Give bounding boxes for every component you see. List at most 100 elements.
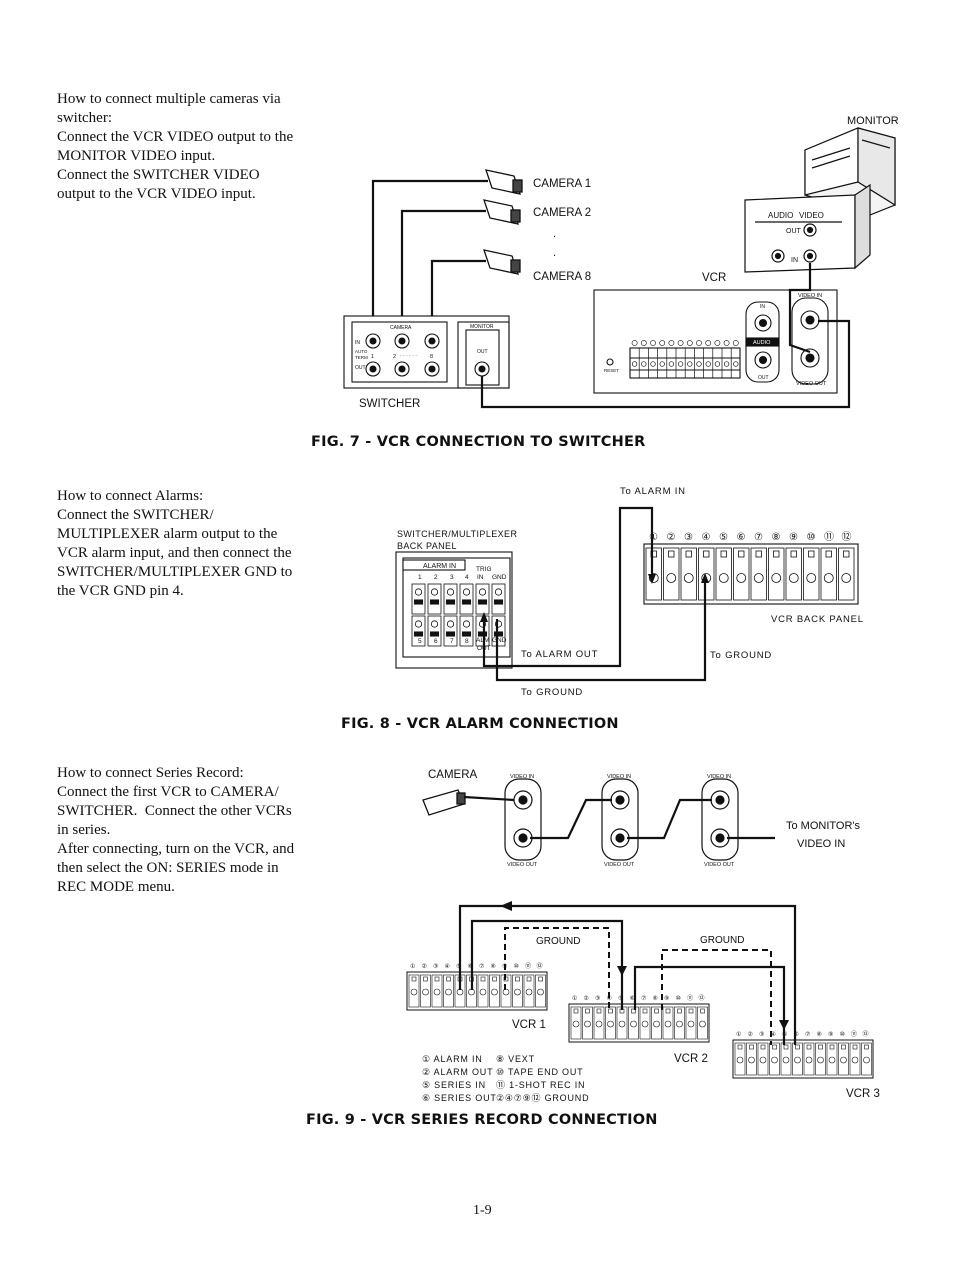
trig-in-label: IN <box>477 574 484 581</box>
camera-2-icon <box>483 199 521 225</box>
terminal-cell <box>477 974 489 1008</box>
terminal-cell <box>746 1042 757 1076</box>
fig7-caption: FIG. 7 - VCR CONNECTION TO SWITCHER <box>311 434 646 450</box>
terminal-screw <box>782 1056 790 1064</box>
text-line: After connecting, turn on the VCR, and <box>57 841 295 857</box>
terminal-slot <box>608 1008 613 1014</box>
switcher-mon-out-label: OUT <box>477 349 488 355</box>
terminal-number: ⑫ <box>842 531 852 543</box>
terminal-screw <box>478 588 487 596</box>
terminal-slot <box>773 550 780 558</box>
video-series-cables <box>463 795 775 840</box>
series-wiring <box>458 904 797 1045</box>
terminal-slot <box>423 976 428 982</box>
vcr-video-out-label: VIDEO OUT <box>796 381 827 387</box>
terminal-screw <box>641 1020 649 1028</box>
terminal-screw <box>817 1056 824 1064</box>
camera-1-label: CAMERA 1 <box>533 178 591 190</box>
switcher-arrow <box>480 612 488 622</box>
switcher-num-4: 4 <box>465 574 469 581</box>
terminal-number: ① <box>736 1031 741 1038</box>
text-line: MULTIPLEXER alarm output to the <box>57 526 278 542</box>
terminal-screw <box>494 588 503 596</box>
terminal-number: ④ <box>607 995 612 1002</box>
switcher-num-3: 3 <box>450 574 454 581</box>
text-line: then select the ON: SERIES mode in <box>57 860 279 876</box>
vcr-terminal-dividers <box>629 340 739 378</box>
terminal-screw <box>683 573 694 583</box>
terminal-cell <box>512 974 523 1008</box>
switcher-out-label: OUT <box>355 365 366 371</box>
monitor-out-label: OUT <box>786 228 802 235</box>
terminal-slot <box>688 1008 694 1014</box>
terminal-cell <box>861 1042 872 1076</box>
terminal-screw <box>648 573 659 583</box>
terminal-number: ⑫ <box>863 1030 869 1038</box>
terminal-number: ⑦ <box>641 995 646 1002</box>
terminal-slot <box>703 550 710 558</box>
terminal-number: ⑨ <box>664 995 669 1002</box>
vcr2-video-out-label: VIDEO OUT <box>604 862 635 868</box>
terminal-slot <box>429 599 440 605</box>
terminal-screw <box>446 620 455 628</box>
vcr1-label: VCR 1 <box>512 1019 546 1031</box>
terminal-slot <box>790 550 797 558</box>
switcher-panel-title-2: BACK PANEL <box>397 541 457 551</box>
fig8-caption: FIG. 8 - VCR ALARM CONNECTION <box>341 716 619 732</box>
terminal-screw <box>841 573 852 583</box>
terminal-number: ⑤ <box>719 532 728 543</box>
terminal-screw <box>430 620 439 628</box>
terminal-cell <box>769 1042 780 1076</box>
switcher-num-7: 7 <box>450 638 454 645</box>
page-number: 1-9 <box>473 1203 492 1218</box>
terminal-slot <box>411 976 417 982</box>
vcr-audio-in-label: IN <box>760 304 765 310</box>
terminal-cell <box>662 1006 674 1040</box>
alarm-in-label: ALARM IN <box>423 563 456 570</box>
alarm-in-terminal-block <box>411 583 506 647</box>
terminal-screw <box>641 361 647 367</box>
terminal-screw <box>572 1020 580 1028</box>
terminal-screw <box>445 988 452 996</box>
text-line: How to connect Alarms: <box>57 488 204 504</box>
terminal-screw <box>806 573 817 583</box>
terminal-number: ⑩ <box>514 963 519 970</box>
fig7-diagram: MONITOR AUDIO VIDEO OUT IN CAMERA 1 CAME… <box>343 115 899 410</box>
terminal-number-mark <box>640 340 647 346</box>
terminal-slot <box>760 1044 766 1050</box>
terminal-slot <box>737 1044 743 1050</box>
terminal-slot <box>446 976 451 982</box>
terminal-number: ⑧ <box>772 532 781 543</box>
switcher-in-label: IN <box>355 340 360 346</box>
terminal-screw <box>794 1056 801 1064</box>
terminal-number: ⑥ <box>468 963 473 970</box>
terminal-slot <box>808 550 815 558</box>
vcr-audio-label: AUDIO <box>753 340 771 346</box>
terminal-screw <box>446 588 455 596</box>
monitor-illustration <box>744 127 896 273</box>
terminal-slot <box>596 1008 602 1014</box>
camera-8-icon <box>483 249 521 275</box>
terminal-slot <box>795 1044 800 1050</box>
terminal-screw <box>863 1056 870 1064</box>
terminal-screw <box>584 1020 591 1028</box>
terminal-number: ⑦ <box>754 532 763 543</box>
vcr3-video-in-label: VIDEO IN <box>707 774 731 780</box>
terminal-number: ⑪ <box>824 531 834 543</box>
terminal-number: ⑦ <box>479 963 484 970</box>
to-ground-label-1: To GROUND <box>710 650 772 661</box>
camera-dot-2: . <box>553 247 556 259</box>
ground-label-2: GROUND <box>700 935 744 946</box>
terminal-slot <box>720 550 727 558</box>
terminal-slot <box>700 1008 705 1014</box>
text-line: Connect the SWITCHER VIDEO <box>57 167 260 183</box>
terminal-screw <box>677 361 684 367</box>
terminal-cell <box>639 1006 651 1040</box>
terminal-cell <box>715 547 732 601</box>
terminal-screw <box>494 620 503 628</box>
switcher-monitor-label: MONITOR <box>470 324 494 330</box>
terminal-slot <box>434 976 440 982</box>
vcr-audio-out-label: OUT <box>758 375 769 381</box>
terminal-cell <box>523 974 535 1008</box>
